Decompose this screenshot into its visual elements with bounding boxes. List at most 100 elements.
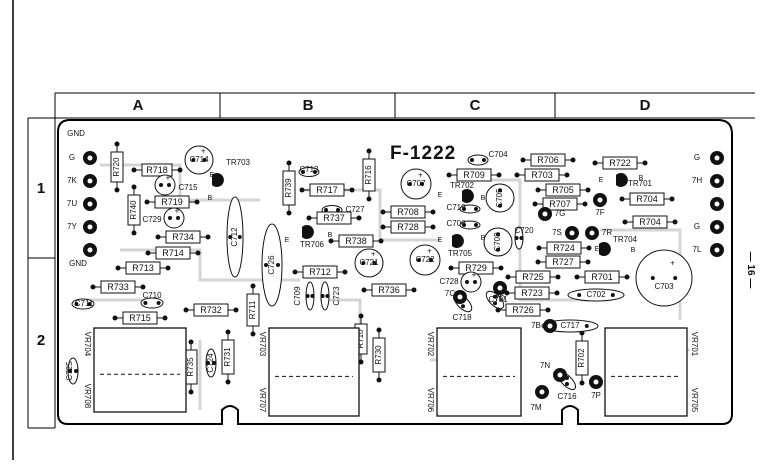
solder-pad <box>580 381 585 386</box>
column-header-c: C <box>470 97 481 114</box>
column-header-a: A <box>133 97 144 114</box>
pin-label: 7D <box>495 294 505 303</box>
solder-pad <box>310 294 314 298</box>
solder-pad <box>167 183 171 187</box>
capacitor-label: C717 <box>560 321 580 330</box>
solder-pad <box>251 332 256 337</box>
solder-pad <box>362 288 367 293</box>
resistor-label: R723 <box>521 288 543 298</box>
plus-mark: + <box>418 170 423 179</box>
resistor-label: R724 <box>553 243 575 253</box>
resistor-label: R701 <box>591 272 613 282</box>
pin-label: 7B <box>531 321 541 330</box>
terminal-hole <box>598 198 603 203</box>
variable-resistor-body <box>437 328 521 416</box>
connector-hole <box>715 179 720 184</box>
transistor-label: TR702 <box>450 181 475 190</box>
resistor-label: R713 <box>132 263 154 273</box>
capacitor-label: C708 <box>493 232 502 252</box>
solder-pad <box>234 308 239 313</box>
solder-pad <box>556 275 561 280</box>
solder-pad <box>343 270 348 275</box>
emitter-label: E <box>599 177 604 184</box>
solder-pad <box>146 251 151 256</box>
solder-pad <box>379 239 384 244</box>
resistor-label: R711 <box>248 300 257 319</box>
variable-resistor-body <box>269 328 359 416</box>
resistor-label: R727 <box>552 257 574 267</box>
plus-mark: + <box>166 174 171 183</box>
solder-pad <box>505 291 510 296</box>
solder-pad <box>276 263 280 267</box>
solder-pad <box>293 270 298 275</box>
capacitor-label: C703 <box>654 282 674 291</box>
resistor-label: R735 <box>186 357 195 377</box>
variable-resistor-body <box>94 328 186 412</box>
resistor-label: R704 <box>639 217 661 227</box>
solder-pad <box>74 369 78 373</box>
resistor-label: R733 <box>107 282 129 292</box>
capacitor-label: C726 <box>267 255 276 275</box>
solder-pad <box>465 280 469 284</box>
variable-resistor-label: VR702 <box>426 332 435 357</box>
solder-pad <box>143 301 147 305</box>
solder-pad <box>157 301 161 305</box>
capacitor-label: C702 <box>586 290 606 299</box>
solder-pad <box>336 208 340 212</box>
connector-label: G <box>694 153 700 162</box>
solder-pad <box>474 223 478 227</box>
solder-pad <box>670 197 675 202</box>
electrolytic-capacitor <box>636 250 692 306</box>
solder-pad <box>325 294 329 298</box>
connector-hole <box>715 225 720 230</box>
page-number: — 16 — <box>745 252 756 289</box>
solder-pad <box>593 161 598 166</box>
terminal-hole <box>570 231 575 236</box>
resistor-label: R706 <box>537 155 559 165</box>
solder-pad <box>620 197 625 202</box>
column-header-d: D <box>640 97 651 114</box>
connector-label: 7U <box>67 199 77 208</box>
variable-resistor-label: VR707 <box>258 388 267 413</box>
solder-pad <box>156 235 161 240</box>
solder-pad <box>575 275 580 280</box>
connector-hole <box>88 156 93 161</box>
connector-label: GND <box>69 259 87 268</box>
solder-pad <box>115 142 120 147</box>
transistor-label: TR706 <box>300 240 325 249</box>
capacitor-label: C722 <box>415 255 435 264</box>
solder-pad <box>226 380 231 385</box>
solder-pad <box>166 266 171 271</box>
connector-label: G <box>694 222 700 231</box>
terminal-hole <box>558 373 563 378</box>
emitter-label: E <box>438 192 443 199</box>
capacitor-label: C725 <box>65 361 74 381</box>
solder-pad <box>536 260 541 265</box>
solder-pad <box>412 288 417 293</box>
transistor-label: TR703 <box>226 158 251 167</box>
solder-pad <box>132 185 137 190</box>
solder-pad <box>577 293 581 297</box>
capacitor-label: C719 <box>446 203 466 212</box>
connector-hole <box>88 202 93 207</box>
solder-pad <box>324 208 328 212</box>
connector-label: GND <box>67 129 85 138</box>
emitter-label: E <box>438 237 443 244</box>
resistor-label: R715 <box>129 313 151 323</box>
variable-resistor-label: VR705 <box>690 388 699 413</box>
resistor-label: R731 <box>223 347 232 367</box>
resistor-label: R718 <box>146 165 168 175</box>
resistor-label: R703 <box>531 170 553 180</box>
connector-hole <box>715 248 720 253</box>
connector-hole <box>88 179 93 184</box>
resistor-label: R726 <box>512 305 534 315</box>
solder-pad <box>482 158 486 162</box>
solder-pad <box>350 188 355 193</box>
solder-pad <box>555 291 560 296</box>
connector-label: 7H <box>692 176 702 185</box>
base-label: B <box>208 195 213 202</box>
plus-mark: + <box>427 246 432 255</box>
solder-pad <box>461 304 465 308</box>
capacitor-label: C723 <box>332 286 341 306</box>
solder-pad <box>521 158 526 163</box>
